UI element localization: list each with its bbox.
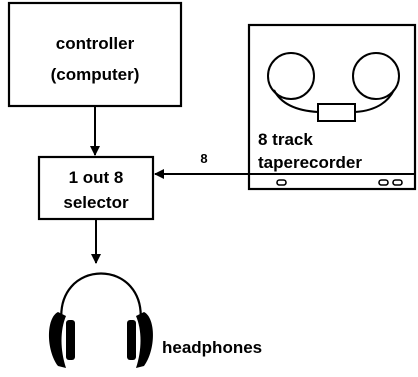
controller-label: controller — [56, 34, 135, 53]
recorder-button-icon — [276, 179, 287, 186]
tape-path-right — [354, 89, 395, 113]
tape-head-icon — [317, 103, 356, 122]
controller-sublabel: (computer) — [51, 65, 140, 84]
selector-label: 1 out 8 — [69, 168, 124, 187]
left-earpad-icon — [66, 320, 75, 360]
headphones-icon — [49, 272, 153, 368]
controller-node: controller (computer) — [7, 1, 183, 108]
controller-box — [7, 1, 183, 108]
right-earpad-icon — [127, 320, 136, 360]
taperecorder-node: 8 track taperecorder — [247, 23, 417, 191]
right-earcup-icon — [136, 312, 153, 368]
headphones-label: headphones — [162, 338, 262, 357]
tape-path-left — [273, 89, 319, 113]
taperecorder-box — [247, 23, 417, 191]
recorder-button-icon — [392, 179, 403, 186]
selector-sublabel: selector — [63, 193, 129, 212]
headband-icon — [60, 272, 142, 327]
selector-node: 1 out 8 selector — [37, 155, 155, 221]
taperecorder-sublabel: taperecorder — [258, 153, 362, 172]
left-reel-icon — [267, 52, 315, 100]
recorder-button-icon — [378, 179, 389, 186]
left-earcup-icon — [49, 312, 66, 368]
connection-count-label: 8 — [200, 151, 207, 166]
right-reel-icon — [352, 52, 400, 100]
taperecorder-label: 8 track — [258, 130, 313, 149]
